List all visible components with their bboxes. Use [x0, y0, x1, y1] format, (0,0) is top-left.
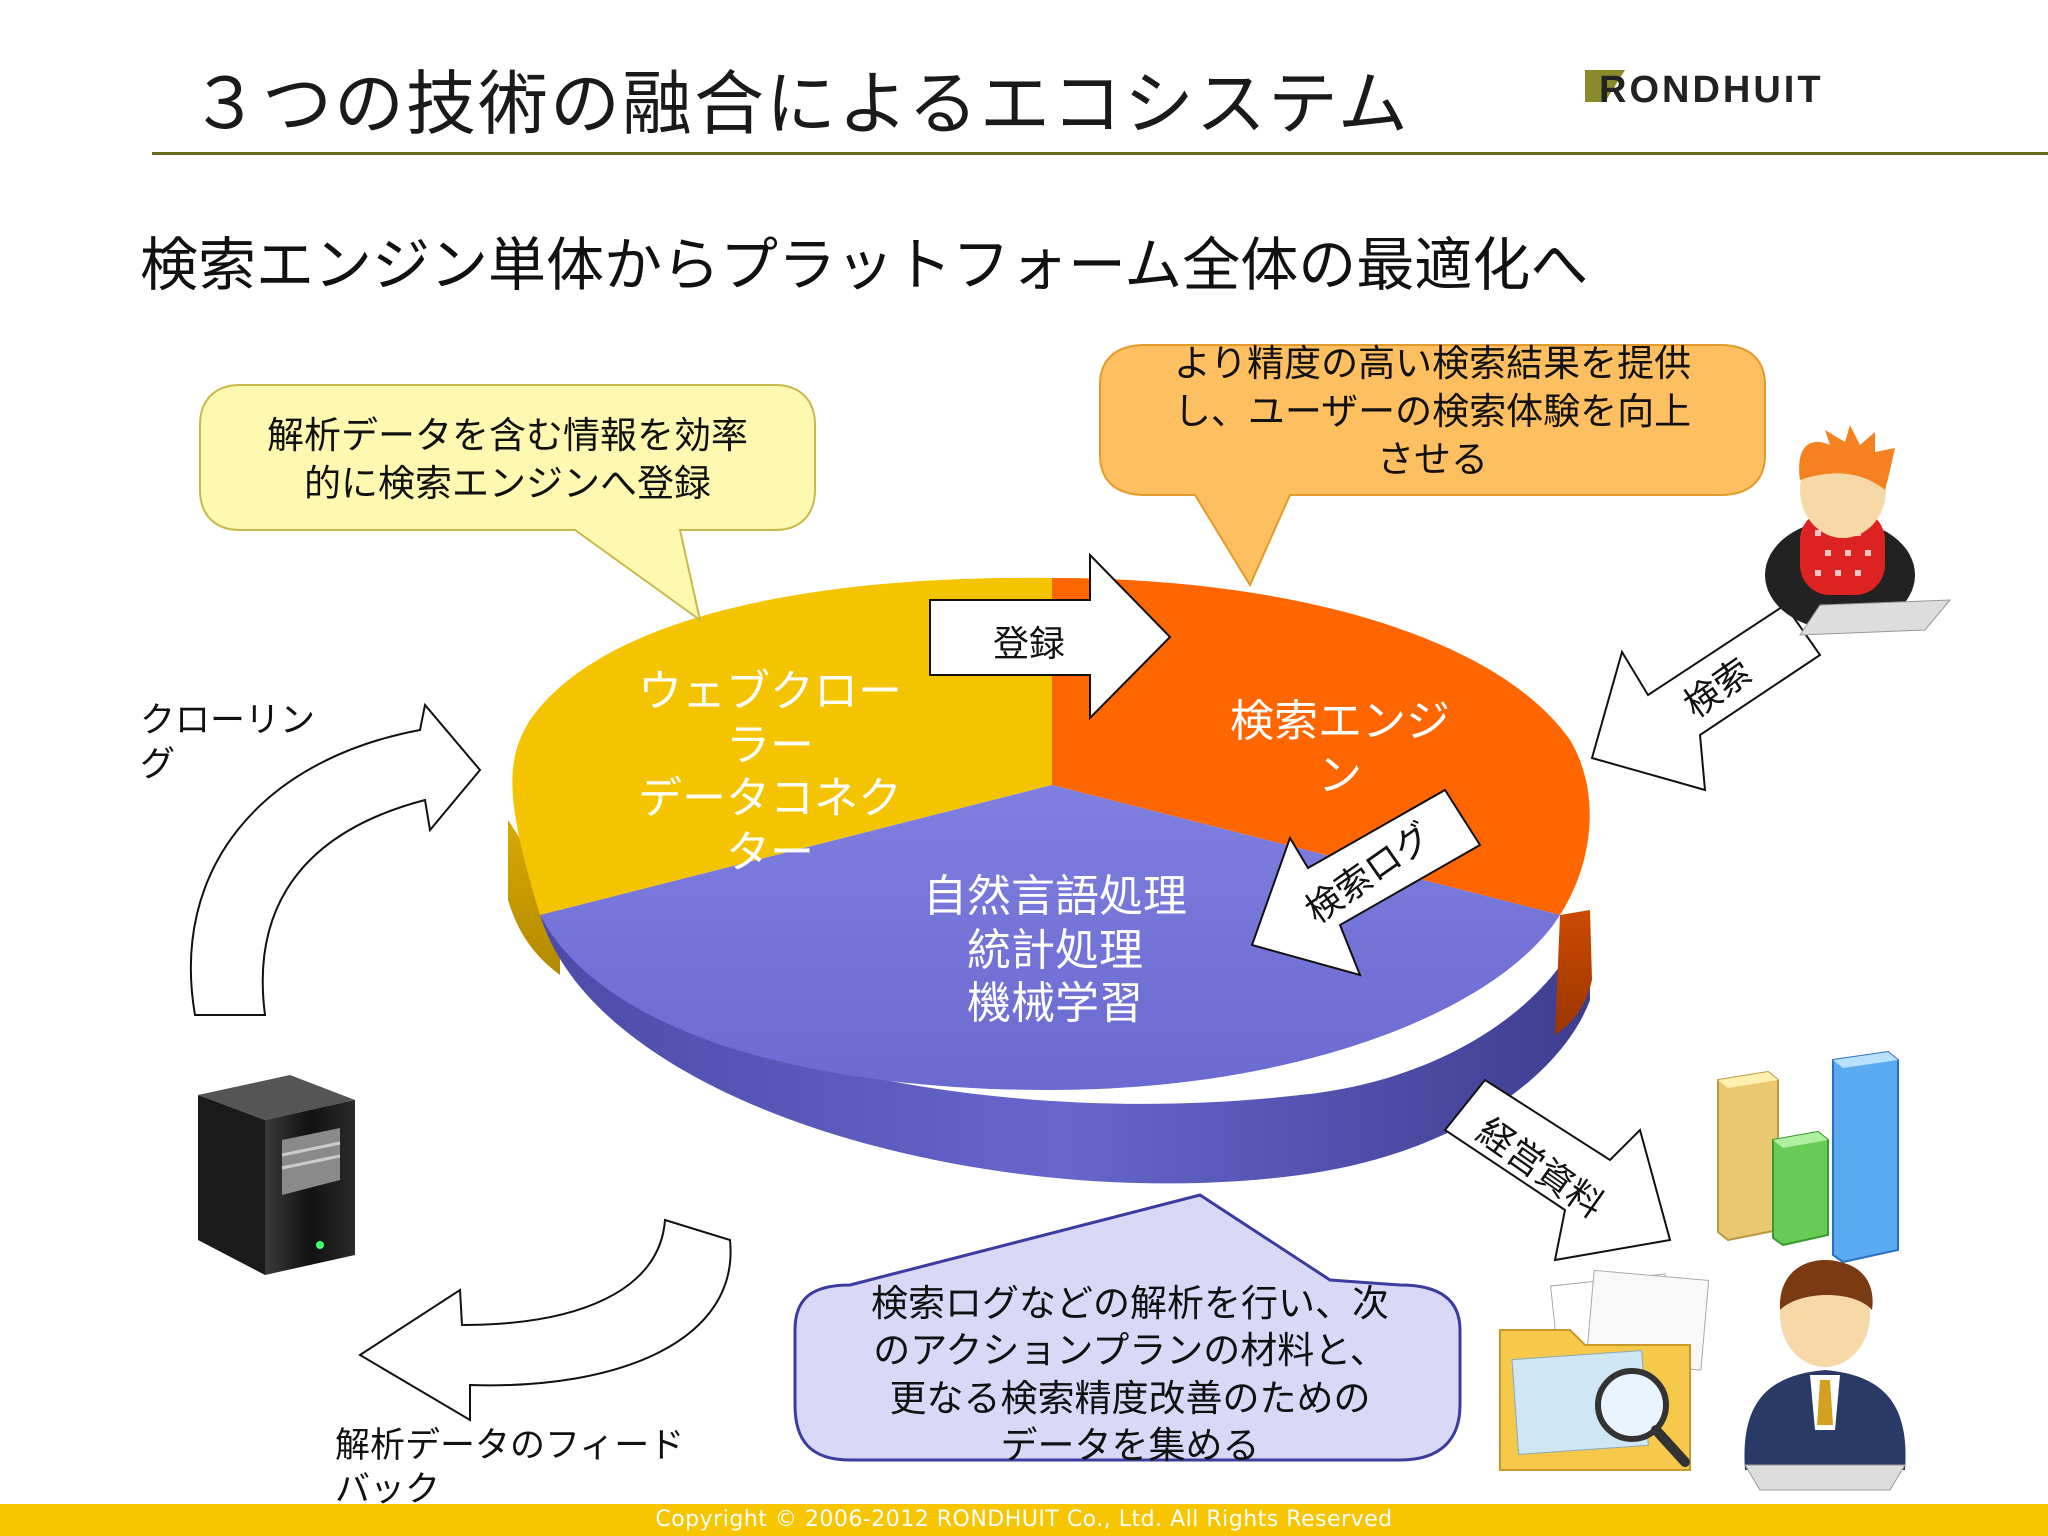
search-arrow — [1590, 603, 1822, 792]
bubble-crawler-line1: 解析データを含む情報を効率 — [267, 414, 748, 457]
bubble-crawler — [199, 384, 816, 623]
bubble-crawler-line2: 的に検索エンジンへ登録 — [304, 462, 711, 506]
pie-side-crawler — [508, 820, 560, 975]
bar-chart-icon — [1717, 1050, 1899, 1264]
rondhuit-logo: RONDHUIT — [1585, 69, 1824, 111]
pie-side-engine — [1555, 910, 1592, 1035]
search-log-arrow — [1250, 788, 1482, 977]
pie-label-nlp: 自然言語処理 統計処理 機械学習 — [880, 870, 1230, 1031]
bubble-analysis-line4: データを集める — [1000, 1424, 1260, 1468]
register-arrow — [929, 552, 1172, 721]
register-arrow-label: 登録 — [993, 624, 1066, 665]
pie-label-nlp-line3: 機械学習 — [967, 978, 1143, 1030]
copyright-text: Copyright © 2006-2012 RONDHUIT Co., Ltd.… — [655, 1507, 1393, 1532]
bubble-analysis-line3: 更なる検索精度改善のための — [889, 1376, 1371, 1420]
pie-side-nlp — [540, 910, 1590, 1184]
management-arrow — [1443, 1078, 1672, 1262]
crawling-cycle-arrow — [189, 702, 482, 1016]
pie-slice-crawler — [512, 577, 1052, 915]
pie-label-crawler: ウェブクロー ラー データコネク ター — [620, 665, 920, 880]
feedback-label: 解析データのフィード バック — [335, 1425, 684, 1513]
crawling-label: クローリン グ — [140, 700, 315, 788]
pie-label-engine-line2: ン — [1318, 749, 1362, 801]
bubble-engine — [1099, 344, 1766, 588]
pie-label-engine-line1: 検索エンジ — [1230, 696, 1450, 747]
bubble-analysis-line2: のアクションプランの材料と、 — [873, 1329, 1387, 1373]
feedback-label-line2: バック — [335, 1469, 441, 1510]
bubble-engine-line3: させる — [1377, 438, 1488, 482]
feedback-cycle-arrow — [358, 1218, 732, 1422]
bubble-analysis-text: 検索ログなどの解析を行い、次 のアクションプランの材料と、 更なる検索精度改善の… — [810, 1280, 1450, 1469]
server-icon — [198, 1075, 355, 1275]
bubble-crawler-text: 解析データを含む情報を効率 的に検索エンジンへ登録 — [215, 412, 800, 508]
user-search-icon — [1765, 425, 1952, 636]
pie-label-crawler-line4: ター — [726, 827, 814, 879]
slide-title: ３つの技術の融合によるエコシステム — [190, 63, 1410, 145]
bubble-analysis — [793, 1193, 1462, 1462]
bubble-engine-text: より精度の高い検索結果を提供 し、ユーザーの検索体験を向上 させる — [1115, 340, 1750, 484]
bubble-analysis-line1: 検索ログなどの解析を行い、次 — [871, 1282, 1389, 1325]
pie-label-crawler-line2: ラー — [726, 719, 814, 771]
bubble-engine-line1: より精度の高い検索結果を提供 — [1173, 342, 1692, 385]
bubble-engine-line2: し、ユーザーの検索体験を向上 — [1173, 390, 1692, 434]
pie-label-nlp-line2: 統計処理 — [967, 924, 1143, 976]
pie-label-crawler-line1: ウェブクロー — [638, 666, 902, 717]
folder-search-icon — [1499, 1269, 1710, 1471]
footer-bar: Copyright © 2006-2012 RONDHUIT Co., Ltd.… — [0, 1504, 2048, 1536]
pie-label-engine: 検索エンジ ン — [1200, 695, 1480, 802]
businessman-icon — [1744, 1259, 1906, 1491]
feedback-label-line1: 解析データのフィード — [335, 1426, 685, 1466]
pie-label-crawler-line3: データコネク — [638, 773, 902, 825]
svg-text:RONDHUIT: RONDHUIT — [1599, 69, 1824, 111]
slide-subtitle: 検索エンジン単体からプラットフォーム全体の最適化へ — [140, 231, 1589, 299]
crawling-label-line1: クローリン — [140, 701, 316, 741]
pie-label-nlp-line1: 自然言語処理 — [923, 871, 1187, 922]
crawling-label-line2: グ — [140, 744, 176, 785]
title-underline — [152, 152, 2048, 155]
